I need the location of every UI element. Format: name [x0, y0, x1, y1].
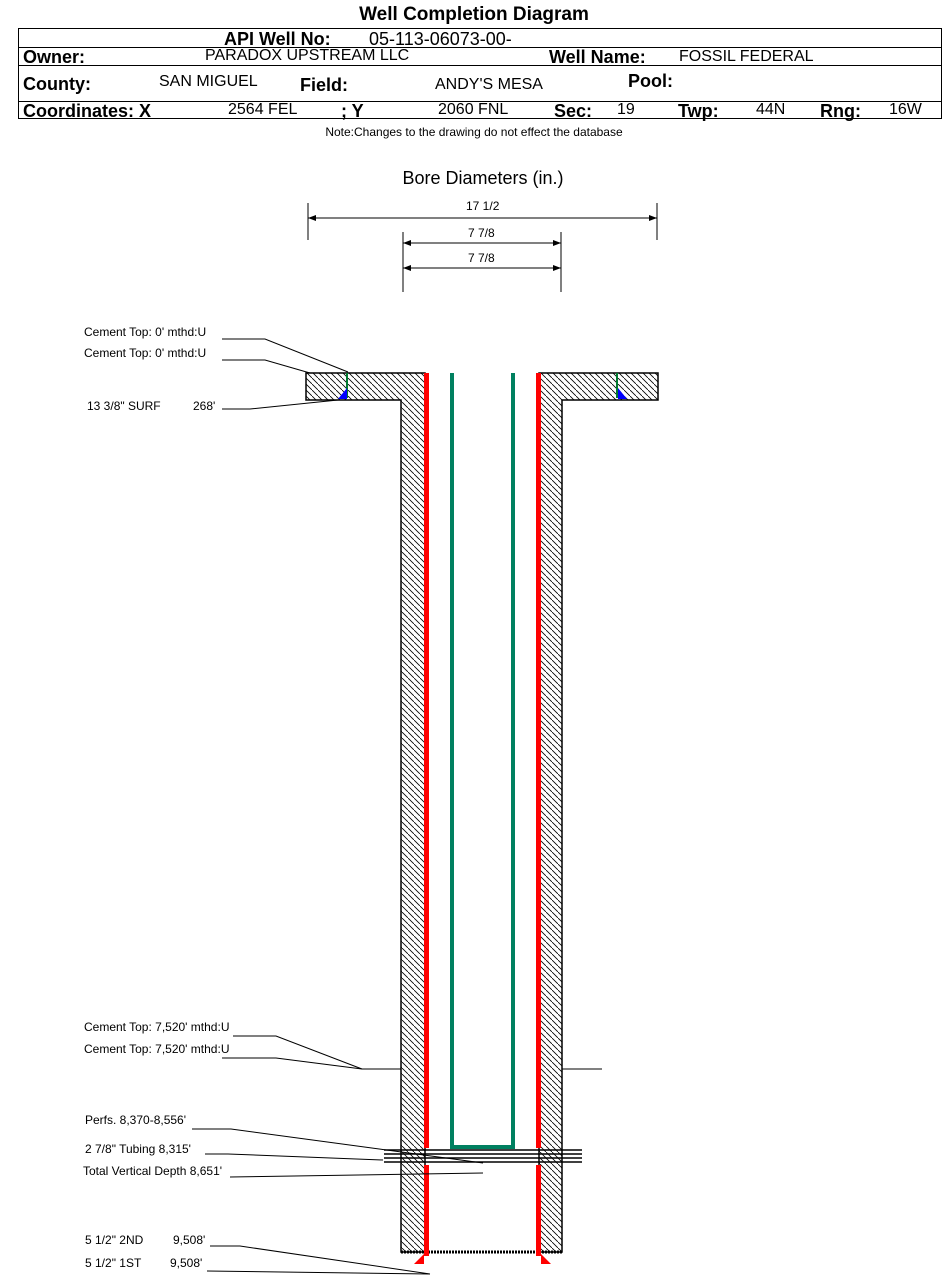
bore-dim-3: 7 7/8: [468, 251, 495, 265]
pool-label: Pool:: [628, 71, 673, 91]
production-casing-1-depth: 9,508': [170, 1256, 203, 1270]
sec-value: 19: [617, 101, 635, 118]
owner-value: PARADOX UPSTREAM LLC: [205, 47, 410, 64]
leader-lines: [192, 338, 602, 1275]
surface-casing-label: 13 3/8" SURF: [87, 399, 161, 413]
production-casing-1-label: 5 1/2" 1ST: [85, 1256, 142, 1270]
twp-label: Twp:: [678, 101, 719, 121]
production-casing-2-depth: 9,508': [173, 1233, 206, 1247]
cement-top-label-3: Cement Top: 7,520' mthd:U: [84, 1020, 230, 1034]
field-label: Field:: [300, 75, 348, 95]
tubing: [450, 373, 515, 1149]
perforations-label: Perfs. 8,370-8,556': [85, 1113, 187, 1127]
county-label: County:: [23, 74, 91, 94]
total-depth-label: Total Vertical Depth 8,651': [83, 1164, 223, 1178]
surface-casing-cement: [305, 372, 659, 1254]
bore-diameters-title: Bore Diameters (in.): [402, 168, 564, 188]
cement-top-label-4: Cement Top: 7,520' mthd:U: [84, 1042, 230, 1056]
coord-y-label: ; Y: [341, 101, 364, 121]
well-header-table: API Well No: 05-113-06073-00- Owner: PAR…: [18, 28, 942, 121]
sec-label: Sec:: [554, 101, 593, 121]
api-value: 05-113-06073-00-: [369, 29, 512, 49]
surface-casing-depth: 268': [193, 399, 216, 413]
coord-x-label: Coordinates: X: [23, 101, 152, 121]
coord-x-value: 2564 FEL: [228, 101, 298, 118]
api-label: API Well No:: [224, 29, 331, 49]
tubing-label: 2 7/8" Tubing 8,315': [85, 1142, 191, 1156]
well-name-value: FOSSIL FEDERAL: [679, 48, 814, 65]
well-name-label: Well Name:: [549, 47, 646, 67]
note-text: Note:Changes to the drawing do not effec…: [325, 125, 623, 139]
cement-top-label-1: Cement Top: 0' mthd:U: [84, 325, 207, 339]
bore-dim-1: 17 1/2: [466, 199, 500, 213]
dimension-lines: [307, 203, 658, 292]
owner-label: Owner:: [23, 47, 86, 67]
production-casing-2-label: 5 1/2" 2ND: [85, 1233, 144, 1247]
rng-label: Rng:: [820, 101, 861, 121]
rng-value: 16W: [889, 101, 922, 118]
twp-value: 44N: [756, 101, 786, 118]
field-value: ANDY'S MESA: [435, 76, 543, 93]
coord-y-value: 2060 FNL: [438, 101, 509, 118]
bore-dim-2: 7 7/8: [468, 226, 495, 240]
county-value: SAN MIGUEL: [159, 73, 258, 90]
surface-cement-marks: [338, 373, 627, 399]
production-casing: [414, 373, 551, 1264]
cement-top-label-2: Cement Top: 0' mthd:U: [84, 346, 207, 360]
diagram-title: Well Completion Diagram: [359, 4, 589, 25]
